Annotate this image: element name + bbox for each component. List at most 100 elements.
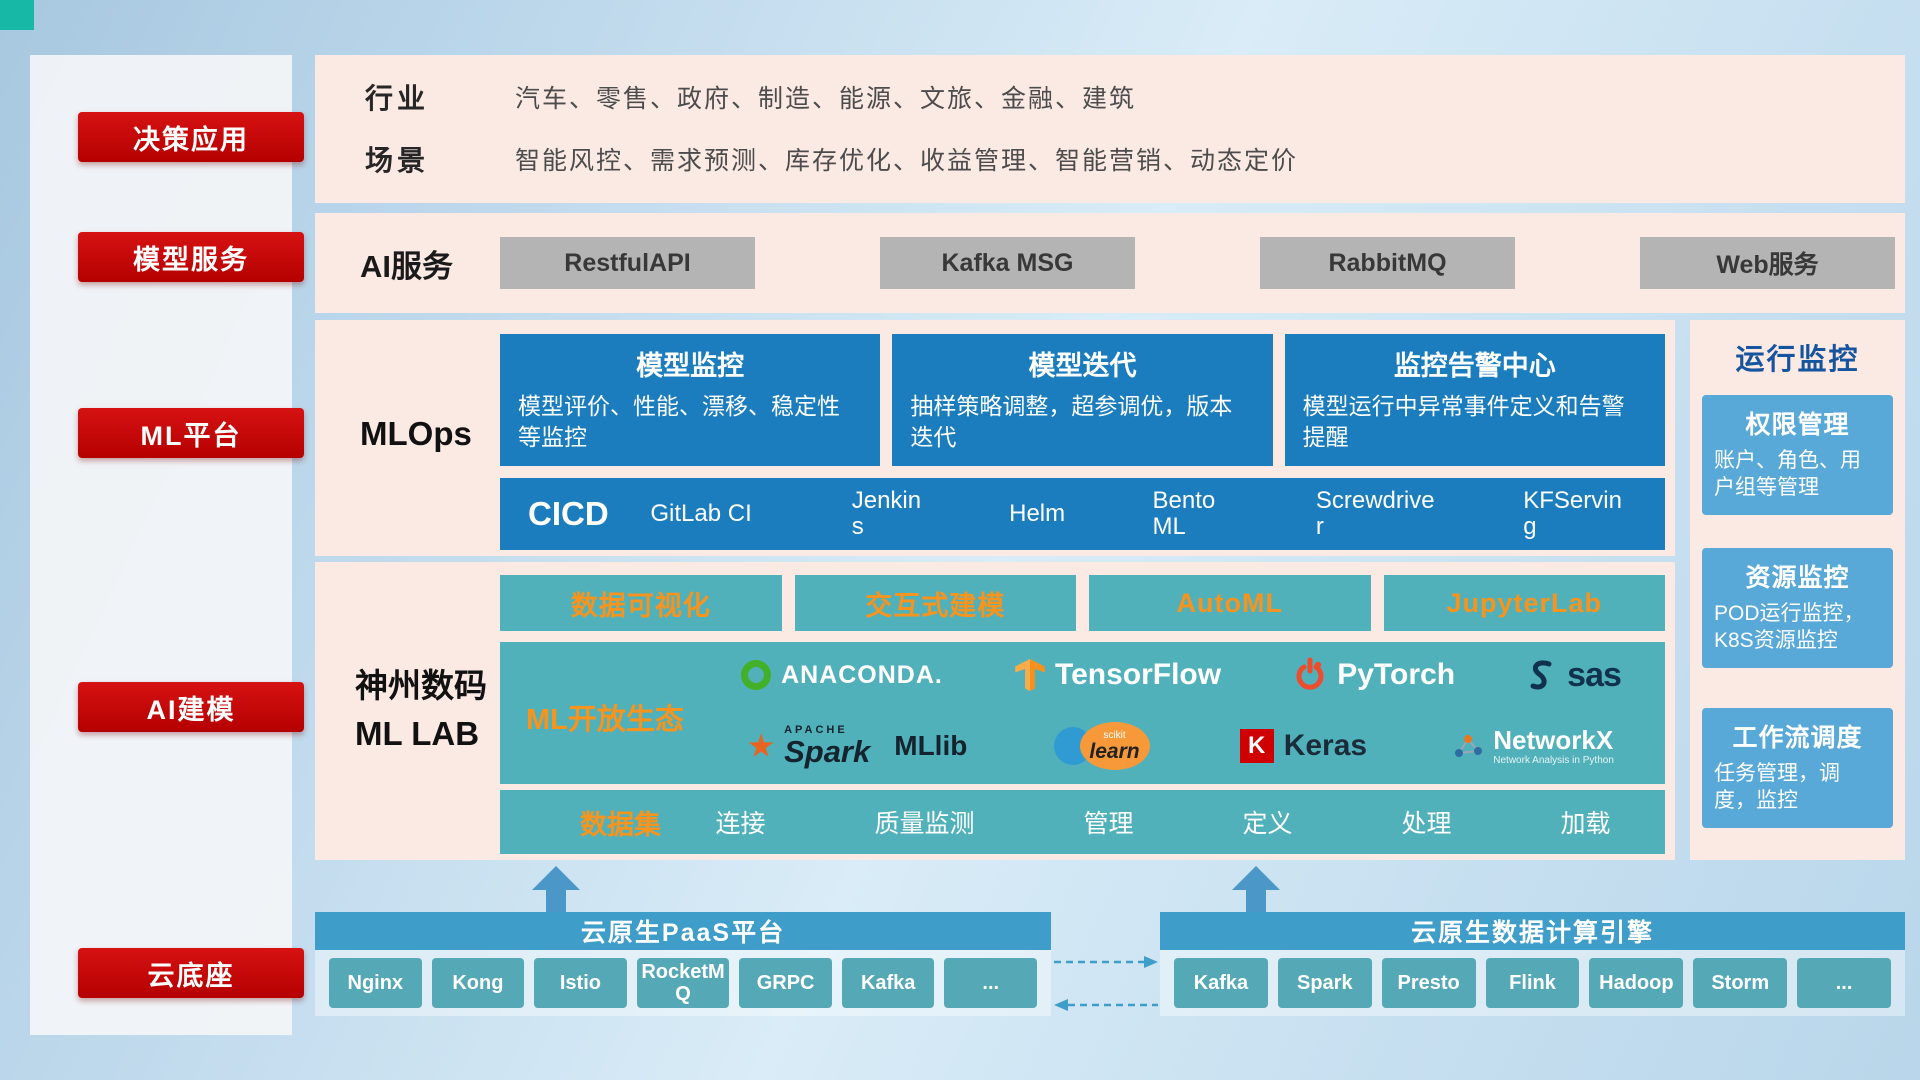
compute-components: Kafka Spark Presto Flink Hadoop Storm ..… (1160, 950, 1905, 1016)
compute-more: ... (1797, 958, 1892, 1008)
paas-rocketmq: RocketMQ (636, 958, 730, 1008)
logo-row-1: ANACONDA. TensorFlow (705, 656, 1657, 695)
runtime-monitor-panel: 运行监控 权限管理 账户、角色、用户组等管理 资源监控 POD运行监控，K8S资… (1690, 320, 1905, 860)
industry-label: 行业 (365, 83, 430, 114)
dataset-items: 连接 质量监测 管理 定义 处理 加载 (661, 804, 1665, 840)
cicd-items: GitLab CI Jenkins Helm BentoML Screwdriv… (609, 486, 1665, 541)
dataset-process: 处理 (1401, 810, 1452, 838)
layer-label-decision-app: 决策应用 (78, 112, 304, 162)
card-title: 监控告警中心 (1393, 351, 1556, 381)
ai-service-label: AI服务 (360, 248, 453, 284)
card-title: 权限管理 (1745, 411, 1850, 439)
layer-label-text: ML平台 (140, 420, 242, 451)
compute-spark: Spark (1277, 958, 1372, 1008)
corner-accent-square (0, 0, 34, 30)
apache-label: APACHE (784, 724, 848, 737)
mllab-tools: 数据可视化 交互式建模 AutoML JupyterLab (500, 575, 1665, 631)
industry-scene-panel: 行业 汽车、零售、政府、制造、能源、文旅、金融、建筑 场景 智能风控、需求预测、… (315, 55, 1905, 203)
dataset-manage: 管理 (1083, 810, 1134, 838)
spark-icon (748, 733, 774, 757)
ai-service-buttons: RestfulAPI Kafka MSG RabbitMQ Web服务 (500, 213, 1895, 313)
dataset-quality: 质量监测 (874, 810, 975, 838)
cicd-gitlab-ci: GitLab CI (650, 499, 752, 527)
card-title: 资源监控 (1745, 564, 1850, 592)
cicd-bar: CICD GitLab CI Jenkins Helm BentoML Scre… (500, 478, 1665, 550)
scikit-learn-icon: scikit learn (1053, 722, 1154, 771)
sas-logo: sas (1527, 655, 1622, 695)
networkx-subtitle: Network Analysis in Python (1493, 755, 1614, 767)
keras-logo: K Keras (1239, 729, 1368, 764)
ai-service-restfulapi: RestfulAPI (500, 237, 755, 289)
mllab-label-line2: ML LAB (355, 714, 480, 752)
data-exchange-arrows-icon (1054, 956, 1158, 1011)
tool-jupyterlab: JupyterLab (1383, 575, 1665, 631)
mlops-panel: MLOps 模型监控 模型评价、性能、漂移、稳定性等监控 模型迭代 抽样策略调整… (315, 320, 1675, 556)
ml-ecosystem-logos: ANACONDA. TensorFlow (705, 642, 1657, 784)
card-desc: 模型评价、性能、漂移、稳定性等监控 (518, 393, 840, 451)
networkx-label: NetworkX (1493, 725, 1614, 756)
layer-label-text: 模型服务 (133, 244, 249, 275)
workflow-scheduler-card: 工作流调度 任务管理，调度，监控 (1702, 708, 1893, 828)
pytorch-logo: PyTorch (1293, 657, 1455, 693)
tool-interactive-modeling: 交互式建模 (794, 575, 1076, 631)
scene-label: 场景 (365, 145, 430, 176)
ml-ecosystem-label: ML开放生态 (526, 704, 684, 736)
tool-data-visualization: 数据可视化 (500, 575, 782, 631)
layer-label-text: 云底座 (147, 960, 235, 991)
paas-kafka: Kafka (841, 958, 935, 1008)
up-arrow-icon (1232, 866, 1280, 912)
layer-label-ai-modeling: AI建模 (78, 682, 304, 732)
paas-grpc: GRPC (739, 958, 832, 1008)
compute-storm: Storm (1693, 958, 1788, 1008)
ai-service-panel: AI服务 RestfulAPI Kafka MSG RabbitMQ Web服务 (315, 213, 1905, 313)
anaconda-logo: ANACONDA. (741, 660, 943, 691)
card-desc: 抽样策略调整，超参调优，版本迭代 (910, 393, 1233, 451)
card-desc: 模型运行中异常事件定义和告警提醒 (1302, 393, 1625, 451)
mllab-label: 神州数码 ML LAB (355, 662, 487, 758)
networkx-wordmark: NetworkX Network Analysis in Python (1493, 726, 1614, 766)
dataset-label: 数据集 (580, 809, 661, 840)
layer-label-model-service: 模型服务 (78, 232, 304, 282)
card-desc: POD运行监控，K8S资源监控 (1714, 602, 1865, 653)
ai-service-web: Web服务 (1640, 237, 1895, 289)
pytorch-wordmark: PyTorch (1337, 658, 1456, 692)
model-iteration-card: 模型迭代 抽样策略调整，超参调优，版本迭代 (892, 334, 1273, 466)
runtime-monitor-title: 运行监控 (1735, 344, 1860, 376)
layer-label-ml-platform: ML平台 (78, 408, 304, 458)
compute-hadoop: Hadoop (1589, 958, 1684, 1008)
ml-ecosystem-panel: ML开放生态 ANACONDA. TensorFlow (500, 642, 1665, 784)
spark-mllib-logo: APACHE Spark MLlib (748, 725, 967, 767)
anaconda-icon (741, 660, 772, 691)
layer-sidebar: 决策应用 模型服务 ML平台 AI建模 云底座 (30, 55, 304, 1035)
keras-icon: K (1239, 729, 1274, 764)
up-arrow-icon (532, 866, 580, 912)
alert-center-card: 监控告警中心 模型运行中异常事件定义和告警提醒 (1284, 334, 1665, 466)
tensorflow-icon (1015, 659, 1045, 692)
card-title: 模型迭代 (1028, 351, 1137, 381)
card-title: 工作流调度 (1732, 724, 1863, 752)
cicd-jenkins: Jenkins (851, 486, 922, 540)
sas-wordmark: sas (1567, 655, 1622, 694)
sas-icon (1530, 660, 1552, 690)
mllab-panel: 神州数码 ML LAB 数据可视化 交互式建模 AutoML JupyterLa… (315, 562, 1675, 860)
scikit-label: scikit (1103, 729, 1126, 741)
logo-row-2: APACHE Spark MLlib scikit learn (705, 722, 1657, 771)
scikit-orange-blob: scikit learn (1079, 722, 1150, 771)
spark-label: Spark (784, 734, 871, 770)
tensorflow-wordmark: TensorFlow (1054, 658, 1222, 692)
networkx-logo: NetworkX Network Analysis in Python (1453, 726, 1614, 766)
pytorch-icon (1296, 657, 1324, 690)
keras-wordmark: Keras (1283, 729, 1368, 763)
networkx-icon (1455, 735, 1483, 758)
cicd-screwdriver: Screwdriver (1315, 486, 1435, 540)
scikit-learn-logo: scikit learn (1053, 722, 1154, 771)
industry-value: 汽车、零售、政府、制造、能源、文旅、金融、建筑 (515, 85, 1137, 113)
dataset-connect: 连接 (715, 810, 766, 838)
tool-automl: AutoML (1089, 575, 1371, 631)
card-title: 模型监控 (636, 351, 745, 381)
dataset-define: 定义 (1242, 810, 1293, 838)
spark-wordmark: APACHE Spark (784, 724, 871, 770)
paas-nginx: Nginx (329, 958, 422, 1008)
layer-label-cloud-base: 云底座 (78, 948, 304, 998)
